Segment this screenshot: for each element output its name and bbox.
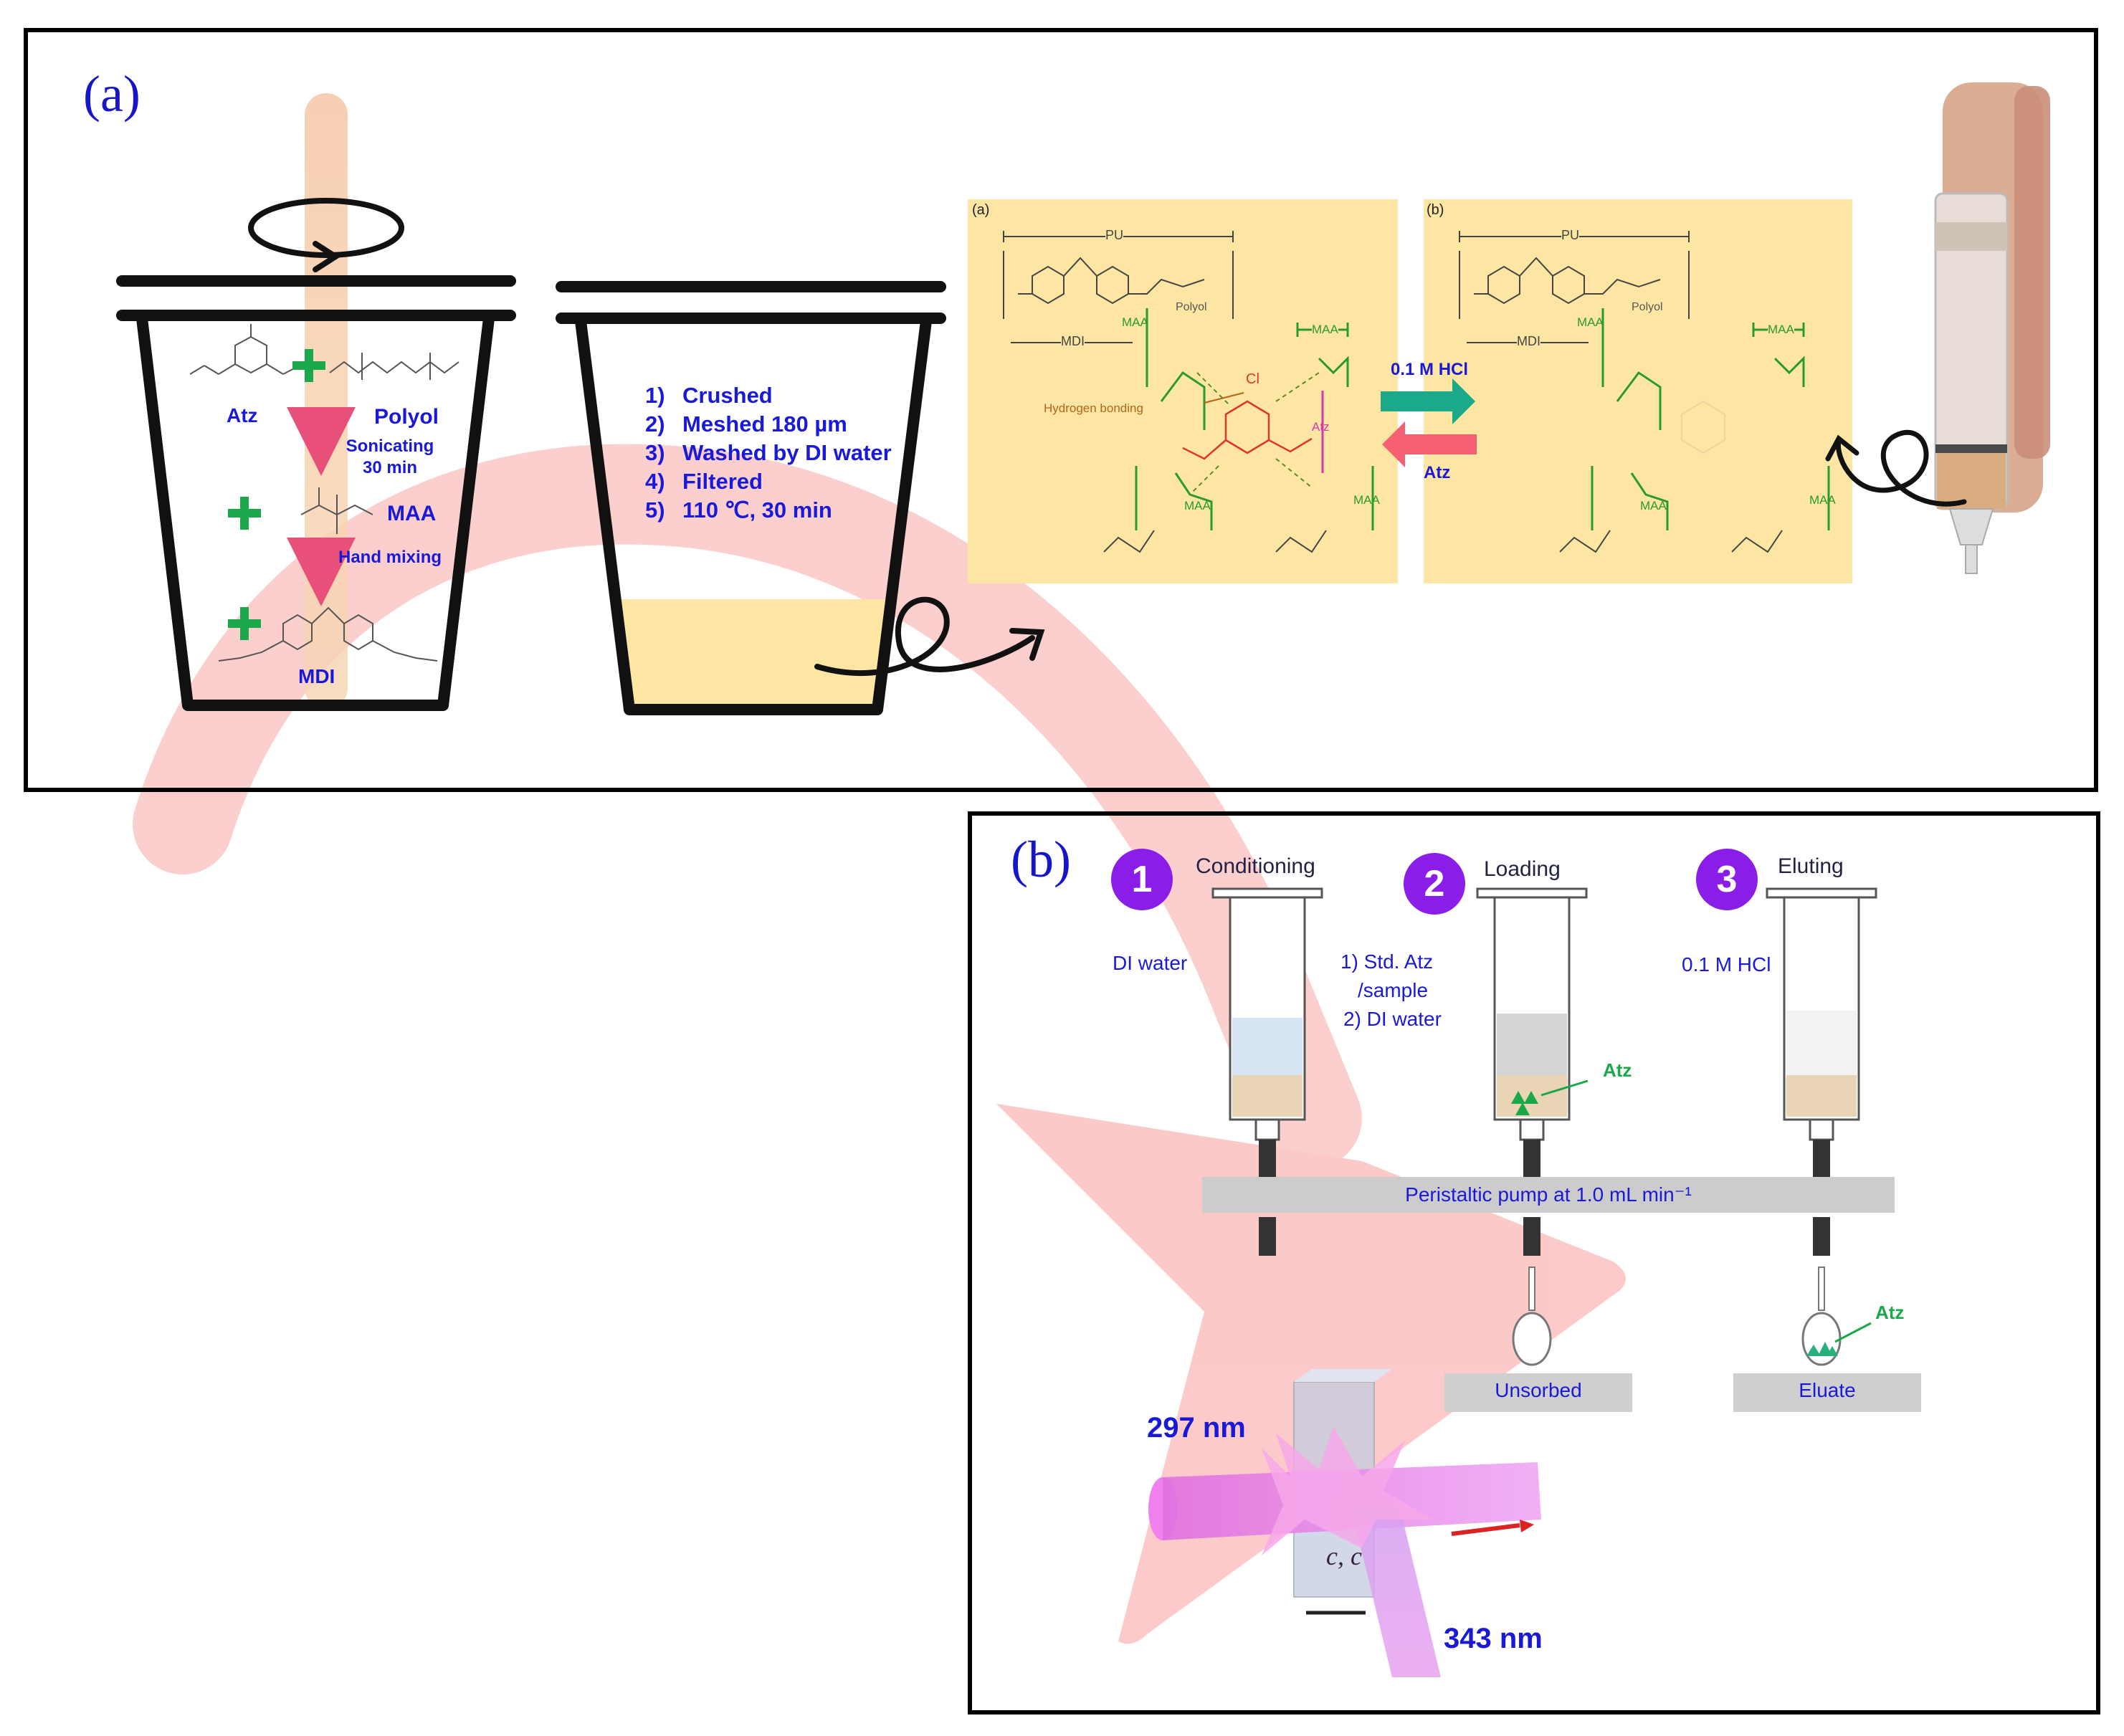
hydrogen-bonding-label: Hydrogen bonding	[1044, 401, 1143, 415]
maa-label: MAA	[1809, 493, 1836, 507]
beaker-2	[556, 281, 946, 715]
reagent-maa: MAA	[387, 502, 437, 525]
polyol-label-left: Polyol	[1176, 301, 1207, 313]
elution-arrow	[1381, 378, 1475, 424]
cuvette-concentration-label: c, c	[1326, 1542, 1362, 1570]
loading-input-line-2: /sample	[1358, 979, 1429, 1001]
maa-label: MAA	[1312, 323, 1338, 337]
empty-cavity	[1681, 400, 1725, 454]
workup-step: 1)Crushed	[645, 383, 773, 408]
workup-step: 4)Filtered	[645, 469, 763, 494]
maa-structure	[300, 487, 373, 534]
atz-structure	[189, 324, 300, 375]
step-title-eluting: Eluting	[1778, 854, 1844, 878]
step-badge-3: 3	[1696, 849, 1758, 910]
maa-brackets-left	[1135, 308, 1374, 530]
rebinding-arrow	[1382, 421, 1477, 467]
panel-a-frame	[24, 28, 2098, 792]
hbond-lines-left	[1189, 372, 1320, 495]
step-sonicating: Sonicating 30 min	[346, 437, 434, 477]
workup-step: 3)Washed by DI water	[645, 440, 892, 465]
conditioning-input: DI water	[1113, 952, 1188, 974]
syringe-photo	[1934, 82, 2050, 574]
rebinding-label: Atz	[1424, 463, 1451, 482]
loading-input-line-1: 1) Std. Atz	[1340, 950, 1434, 973]
reagent-atz: Atz	[227, 404, 258, 426]
excitation-wavelength: 297 nm	[1147, 1412, 1246, 1444]
unsorbed-bar	[1444, 1373, 1632, 1412]
loop-arrow-icon	[1825, 429, 1967, 507]
workup-steps: 1)Crushed 2)Meshed 180 µm 3)Washed by DI…	[645, 381, 892, 525]
atz-template-left	[1182, 400, 1313, 460]
column-2	[1476, 887, 1589, 1366]
reagent-polyol: Polyol	[374, 405, 439, 429]
pu-label-left: PU	[1105, 228, 1124, 243]
peristaltic-pump-bar	[1202, 1177, 1895, 1213]
maa-brackets-right	[1591, 308, 1830, 530]
eluate-label: Eluate	[1799, 1379, 1856, 1401]
scheme-right-label: (b)	[1427, 202, 1444, 218]
unsorbed-label: Unsorbed	[1495, 1379, 1582, 1401]
scheme-panel-left	[968, 199, 1398, 583]
maa-label: MAA	[1640, 499, 1667, 512]
plus-icon	[228, 349, 325, 640]
cl-label: Cl	[1246, 371, 1259, 387]
scheme-left-label: (a)	[972, 202, 990, 218]
polyol-label-right: Polyol	[1632, 301, 1663, 313]
workup-step: 2)Meshed 180 µm	[645, 411, 847, 437]
step-badge-1: 1	[1111, 849, 1173, 910]
loading-input-line-3: 2) DI water	[1343, 1008, 1442, 1030]
scheme-panel-right	[1424, 199, 1852, 583]
mdi-structure	[218, 606, 438, 662]
maa-label: MAA	[1768, 323, 1794, 337]
loop-arrow-icon	[814, 596, 1045, 676]
polyol-structure	[329, 353, 459, 380]
mdi-label-left: MDI	[1061, 334, 1085, 349]
step-hand-mixing: Hand mixing	[338, 548, 442, 567]
pump-label: Peristaltic pump at 1.0 mL min⁻¹	[1405, 1183, 1692, 1206]
column-3	[1766, 887, 1877, 1366]
maa-label: MAA	[1122, 315, 1148, 329]
panel-b-frame	[968, 811, 2100, 1714]
eluate-bar	[1733, 1373, 1921, 1412]
reagent-mdi: MDI	[298, 665, 335, 687]
rotation-arrow-icon	[248, 198, 404, 272]
eluate-atz-label: Atz	[1875, 1302, 1905, 1323]
stirring-rod	[305, 93, 348, 710]
loading-atz-label: Atz	[1603, 1059, 1632, 1081]
fluorescence-cuvette	[1148, 1369, 1541, 1677]
mdi-label-right: MDI	[1517, 334, 1540, 349]
workup-step: 5)110 ℃, 30 min	[645, 497, 832, 523]
pu-label-right: PU	[1561, 228, 1580, 243]
maa-label: MAA	[1577, 315, 1604, 329]
panel-b-label: (b)	[1011, 831, 1071, 888]
emission-wavelength: 343 nm	[1444, 1623, 1543, 1654]
emission-beam	[1351, 1505, 1441, 1677]
step-title-conditioning: Conditioning	[1196, 854, 1315, 878]
step-title-loading: Loading	[1484, 857, 1561, 881]
eluting-input: 0.1 M HCl	[1682, 953, 1771, 976]
step-badge-2: 2	[1404, 853, 1465, 915]
elution-label: 0.1 M HCl	[1391, 360, 1469, 379]
panel-a-label: (a)	[83, 65, 141, 123]
polymer-powder	[615, 599, 895, 710]
beaker-1	[116, 275, 516, 711]
maa-label: MAA	[1353, 493, 1380, 507]
atz-template-label: Atz	[1312, 420, 1330, 434]
column-1	[1211, 887, 1323, 1256]
maa-label: MAA	[1184, 499, 1211, 512]
